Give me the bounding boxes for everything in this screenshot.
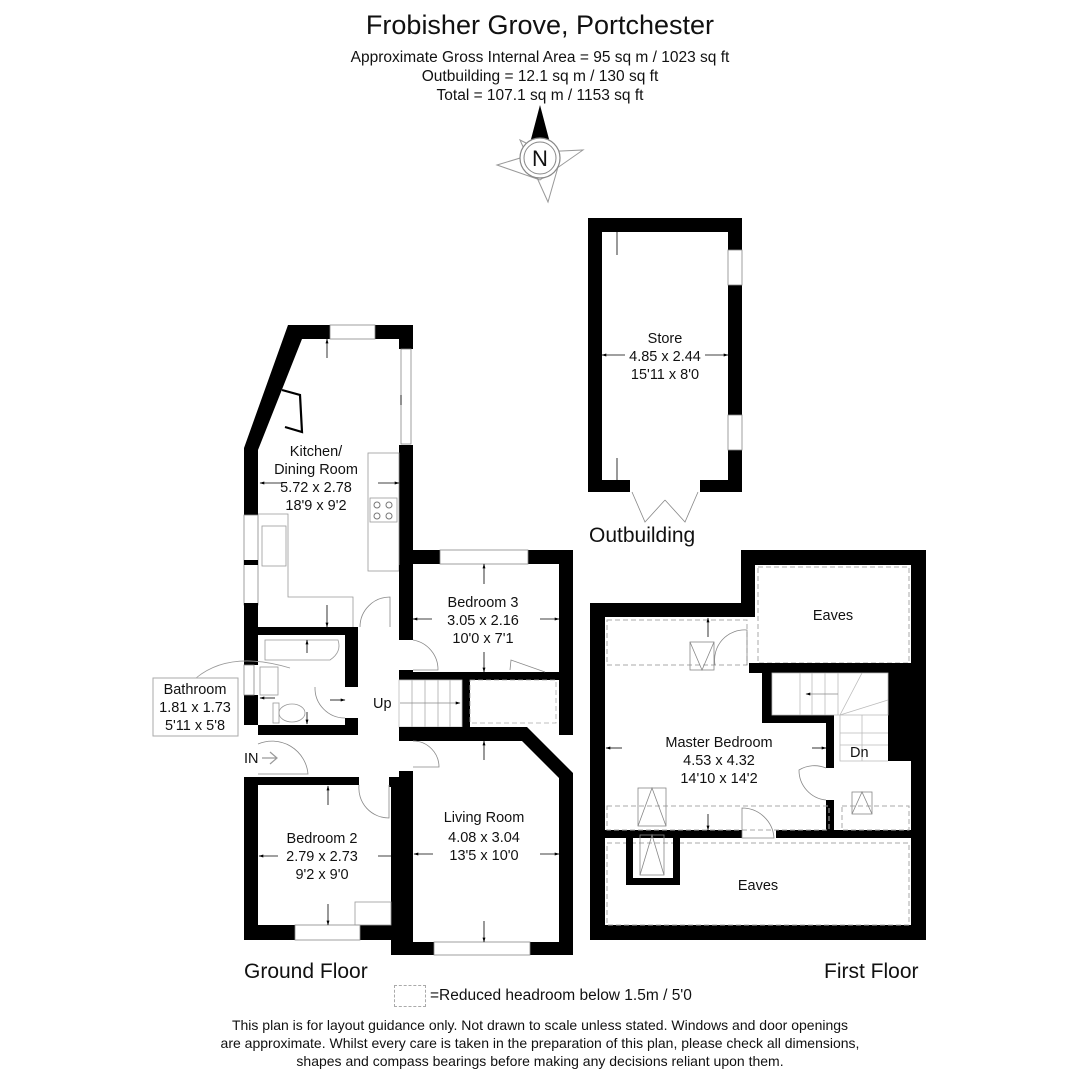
room-name: Master Bedroom (665, 735, 772, 751)
disclaimer-line: This plan is for layout guidance only. N… (231, 1017, 849, 1033)
room-imperial: 9'2 x 9'0 (295, 867, 348, 883)
room-metric: 4.53 x 4.32 (683, 753, 755, 769)
room-name: Store (648, 331, 683, 347)
room-imperial: 14'10 x 14'2 (680, 771, 757, 787)
reduced-headroom-swatch (394, 985, 426, 1007)
stairs-down-label: Dn (850, 745, 869, 761)
first-floor-plan: Eaves Dn (590, 550, 926, 940)
gross-internal-area: Approximate Gross Internal Area = 95 sq … (350, 49, 730, 66)
room-name: Bedroom 3 (448, 595, 519, 611)
disclaimer-line: shapes and compass bearings before makin… (296, 1053, 784, 1069)
disclaimer: This plan is for layout guidance only. N… (0, 1016, 1080, 1070)
first-floor-label: First Floor (824, 960, 919, 983)
room-metric: 1.81 x 1.73 (159, 700, 231, 716)
skylight-icon (637, 641, 873, 876)
entrance-label: IN (244, 751, 259, 767)
legend: =Reduced headroom below 1.5m / 5'0 (394, 985, 692, 1007)
entrance-arrow-icon (262, 751, 278, 765)
outbuilding-label: Outbuilding (589, 524, 696, 547)
ground-floor-label: Ground Floor (244, 960, 368, 983)
compass-north-label: N (532, 146, 548, 171)
staircase-up (398, 679, 463, 728)
stairs-up-label: Up (373, 696, 392, 712)
staircase-down (771, 672, 889, 762)
room-imperial: 13'5 x 10'0 (449, 848, 518, 864)
ground-floor-plan: Kitchen/ Dining Room 5.72 x 2.78 18'9 x … (152, 324, 573, 956)
disclaimer-line: are approximate. Whilst every care is ta… (220, 1035, 860, 1051)
legend-text: =Reduced headroom below 1.5m / 5'0 (430, 987, 692, 1004)
outbuilding-area: Outbuilding = 12.1 sq m / 130 sq ft (421, 68, 659, 85)
plan-title: Frobisher Grove, Portchester (365, 10, 715, 40)
room-metric: 4.08 x 3.04 (448, 830, 520, 846)
room-name: Living Room (444, 810, 525, 826)
room-metric: 4.85 x 2.44 (629, 349, 701, 365)
eaves-label: Eaves (813, 608, 853, 624)
room-name: Bathroom (164, 682, 227, 698)
room-metric: 2.79 x 2.73 (286, 849, 358, 865)
compass-rose-icon: N (495, 105, 585, 204)
room-imperial: 15'11 x 8'0 (631, 367, 699, 383)
total-area: Total = 107.1 sq m / 1153 sq ft (436, 87, 644, 104)
outbuilding-plan: Store 4.85 x 2.44 15'11 x 8'0 (588, 218, 743, 523)
room-metric: 5.72 x 2.78 (280, 480, 352, 496)
room-imperial: 5'11 x 5'8 (165, 718, 225, 734)
room-name: Kitchen/ (290, 444, 343, 460)
room-imperial: 10'0 x 7'1 (452, 631, 513, 647)
room-name: Bedroom 2 (287, 831, 358, 847)
room-metric: 3.05 x 2.16 (447, 613, 519, 629)
room-imperial: 18'9 x 9'2 (285, 498, 346, 514)
room-name: Dining Room (274, 462, 358, 478)
eaves-label: Eaves (738, 878, 778, 894)
